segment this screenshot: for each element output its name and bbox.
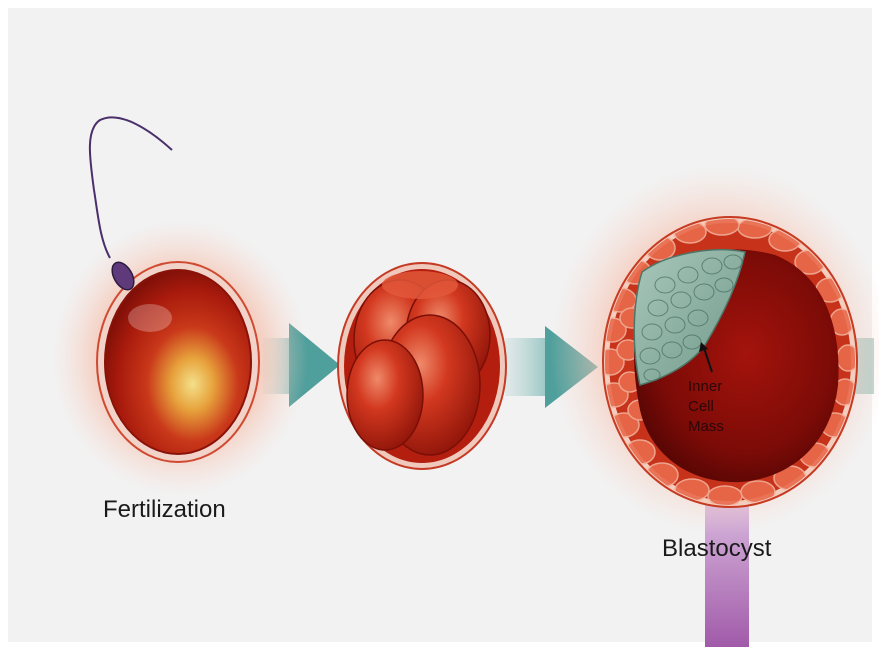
blastocyst-label: Blastocyst: [662, 535, 771, 563]
blastocyst: [550, 165, 879, 535]
fertilization-label: Fertilization: [103, 496, 226, 524]
icm-label-line-2: Cell: [688, 397, 724, 417]
inner-cell-mass-label: Inner Cell Mass: [688, 377, 724, 437]
cleavage-embryo: [338, 263, 506, 469]
icm-label-line-1: Inner: [688, 377, 724, 397]
icm-label-line-3: Mass: [688, 417, 724, 437]
fertilized-egg: [52, 220, 308, 496]
